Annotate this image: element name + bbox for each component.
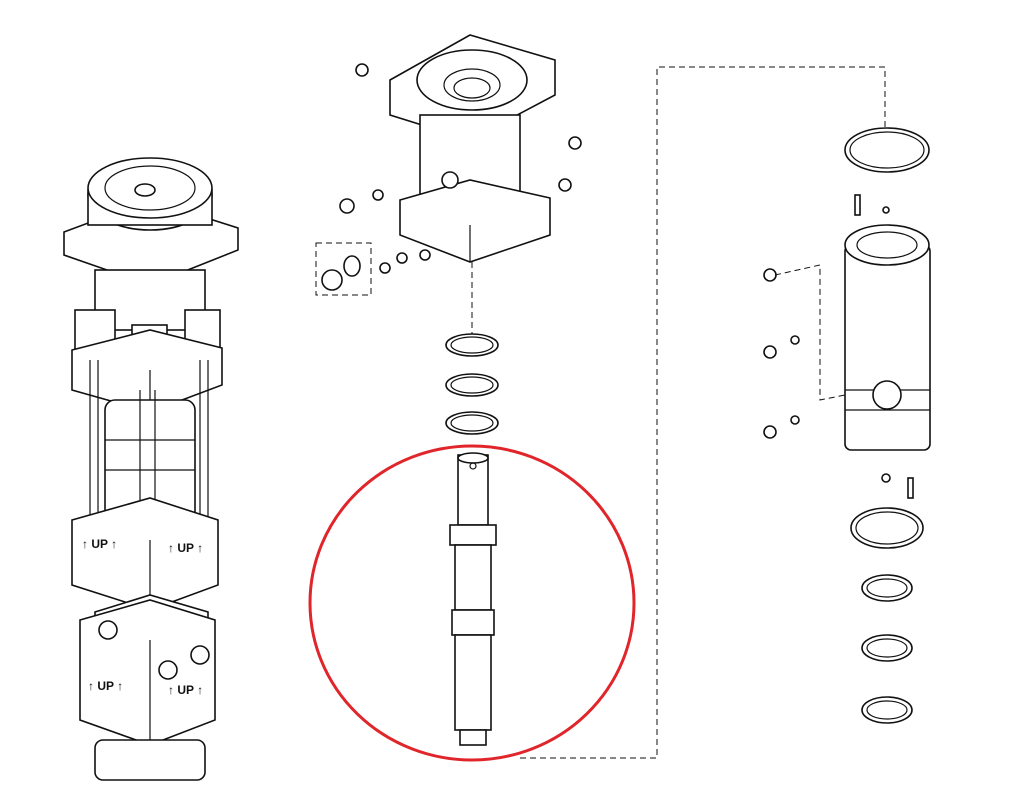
red-highlight-circle <box>308 444 636 762</box>
up-label-4: ↑ UP ↑ <box>168 683 203 697</box>
cylinder-exploded <box>763 127 931 724</box>
piston-rod <box>449 452 497 746</box>
upper-housing-exploded <box>315 34 582 435</box>
assembled-pump: ↑ UP ↑ ↑ UP ↑ ↑ UP ↑ ↑ UP ↑ <box>63 157 239 781</box>
up-label-3: ↑ UP ↑ <box>88 679 123 693</box>
up-label-1: ↑ UP ↑ <box>82 537 117 551</box>
up-label-2: ↑ UP ↑ <box>168 541 203 555</box>
